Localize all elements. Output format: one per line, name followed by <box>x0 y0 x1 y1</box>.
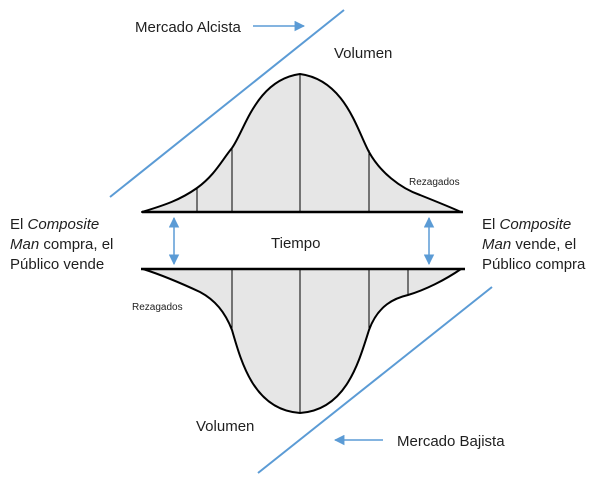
left-note-pre: El <box>10 216 28 233</box>
left-note-italic1: Composite <box>27 216 100 233</box>
right-note-pre: El <box>482 216 500 233</box>
volume-top-label: Volumen <box>334 45 392 62</box>
left-note-line2: Man compra, el <box>10 235 113 255</box>
left-note-italic2: Man <box>10 236 40 253</box>
left-note: El Composite Man compra, el Público vend… <box>10 215 113 275</box>
left-note-line1: El Composite <box>10 215 113 235</box>
left-note-post: compra, el <box>39 236 114 253</box>
left-note-line3: Público vende <box>10 256 105 273</box>
laggards-bottom-label: Rezagados <box>132 302 183 313</box>
upper-volume-curve <box>141 73 462 213</box>
right-note-line2: Man vende, el <box>482 235 585 255</box>
bear-market-label: Mercado Bajista <box>397 433 505 450</box>
right-note-italic2: Man <box>482 236 512 253</box>
bull-market-label: Mercado Alcista <box>135 19 242 36</box>
bull-trend-line <box>109 9 345 198</box>
right-note-italic1: Composite <box>499 216 572 233</box>
right-note-post: vende, el <box>511 236 577 253</box>
right-note-line1: El Composite <box>482 215 585 235</box>
right-note-line3: Público compra <box>482 256 586 273</box>
laggards-top-label: Rezagados <box>409 177 460 188</box>
bear-trend-line <box>257 286 493 474</box>
lower-volume-curve <box>142 268 462 414</box>
right-note: El Composite Man vende, el Público compr… <box>482 215 585 275</box>
volume-bottom-label: Volumen <box>196 418 254 435</box>
time-label: Tiempo <box>271 235 320 252</box>
